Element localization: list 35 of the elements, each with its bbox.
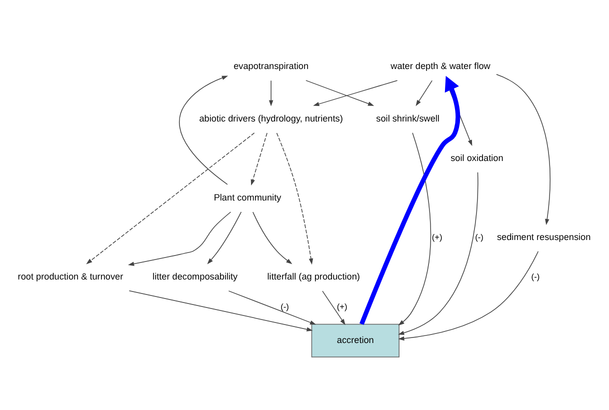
node-text: soil oxidation <box>450 153 504 164</box>
edge-label: (-) <box>531 271 540 282</box>
arrow <box>398 172 478 335</box>
arrow <box>179 76 228 185</box>
node-text: Plant community <box>214 192 282 203</box>
node-text: water depth & water flow <box>390 61 490 72</box>
arrow <box>252 212 292 264</box>
arrow <box>360 76 460 325</box>
arrow <box>416 80 432 106</box>
node-text: root production & turnover <box>18 272 124 282</box>
node-text: litter decomposability <box>152 272 238 282</box>
edge-label: (+) <box>336 302 348 312</box>
arrow <box>128 290 313 332</box>
node-text: abiotic drivers (hydrology, nutrients) <box>199 114 343 124</box>
edge-label: (+) <box>432 232 442 242</box>
node-text: evapotranspiration <box>234 61 309 72</box>
arrow <box>398 251 539 341</box>
arrow <box>250 132 268 186</box>
arrow <box>322 290 346 326</box>
edge-label: (-) <box>475 232 484 242</box>
arrow <box>276 132 314 265</box>
edge-label: (-) <box>280 302 289 312</box>
arrow <box>306 80 374 106</box>
arrow <box>313 80 398 106</box>
arrow <box>496 74 550 226</box>
arrow <box>228 290 316 325</box>
arrow <box>86 132 255 264</box>
arrow <box>207 212 242 264</box>
arrow <box>128 212 232 266</box>
node-text: sediment resuspension <box>496 232 591 242</box>
node-text: litterfall (ag production) <box>267 272 360 282</box>
arrow <box>268 80 274 106</box>
node-text: soil shrink/swell <box>376 114 440 124</box>
node-box: accretion <box>311 324 400 358</box>
arrow <box>398 132 432 326</box>
